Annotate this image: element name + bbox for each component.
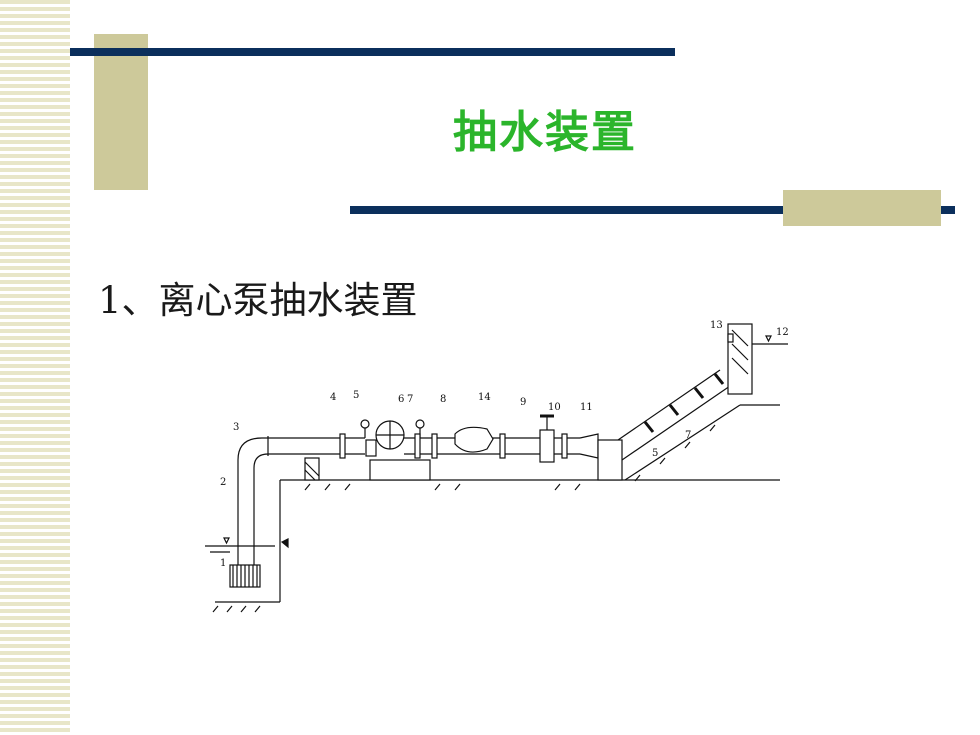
elbow [237, 437, 263, 461]
accent-block-top [94, 34, 148, 190]
bend-fitting [579, 433, 599, 459]
slide-title: 抽水装置 [453, 107, 637, 158]
diagram-label: 13 [710, 320, 723, 331]
top-rule [70, 48, 675, 56]
gate-valve [539, 429, 555, 463]
diagram-label: 5 [353, 390, 359, 401]
diagram-label: 9 [520, 397, 526, 408]
diagram-label: 14 [478, 392, 491, 403]
arrow-mark [280, 538, 289, 549]
diagram-label: 6 [398, 394, 404, 405]
diagram-label: 8 [440, 394, 446, 405]
bottom-rule [350, 206, 955, 214]
diagram-label: 10 [548, 402, 561, 413]
pressure-gauge [415, 419, 425, 429]
diagram-label: 1 [220, 558, 226, 569]
diagram-label: 12 [776, 327, 789, 338]
slide-subtitle: 1、离心泵抽水装置 [98, 279, 418, 322]
check-valve [454, 426, 494, 453]
diagram-label: 4 [330, 392, 336, 403]
water-level-mark-left [223, 537, 230, 545]
diagram-label: 7 [685, 430, 691, 441]
slope-ground [624, 404, 741, 481]
accent-block-right [783, 190, 941, 226]
diagram-label: 7 [407, 394, 413, 405]
left-stripe-decoration [0, 0, 70, 735]
inclined-pipe-top [617, 369, 721, 441]
diagram-label: 11 [580, 402, 593, 413]
diagram-label: 2 [220, 477, 226, 488]
diagram-label: 5 [652, 448, 658, 459]
pump-base [369, 459, 431, 481]
vacuum-gauge [360, 419, 370, 429]
pump-diagram-svg: 1 2 3 4 5 6 7 8 14 9 10 11 13 12 5 7 [205, 320, 789, 613]
float-marker [727, 333, 734, 343]
pump-installation-diagram: 1 2 3 4 5 6 7 8 14 9 10 11 13 12 5 7 [200, 310, 800, 630]
diagram-label: 3 [233, 422, 239, 433]
ground-hatch-1 [212, 605, 261, 613]
